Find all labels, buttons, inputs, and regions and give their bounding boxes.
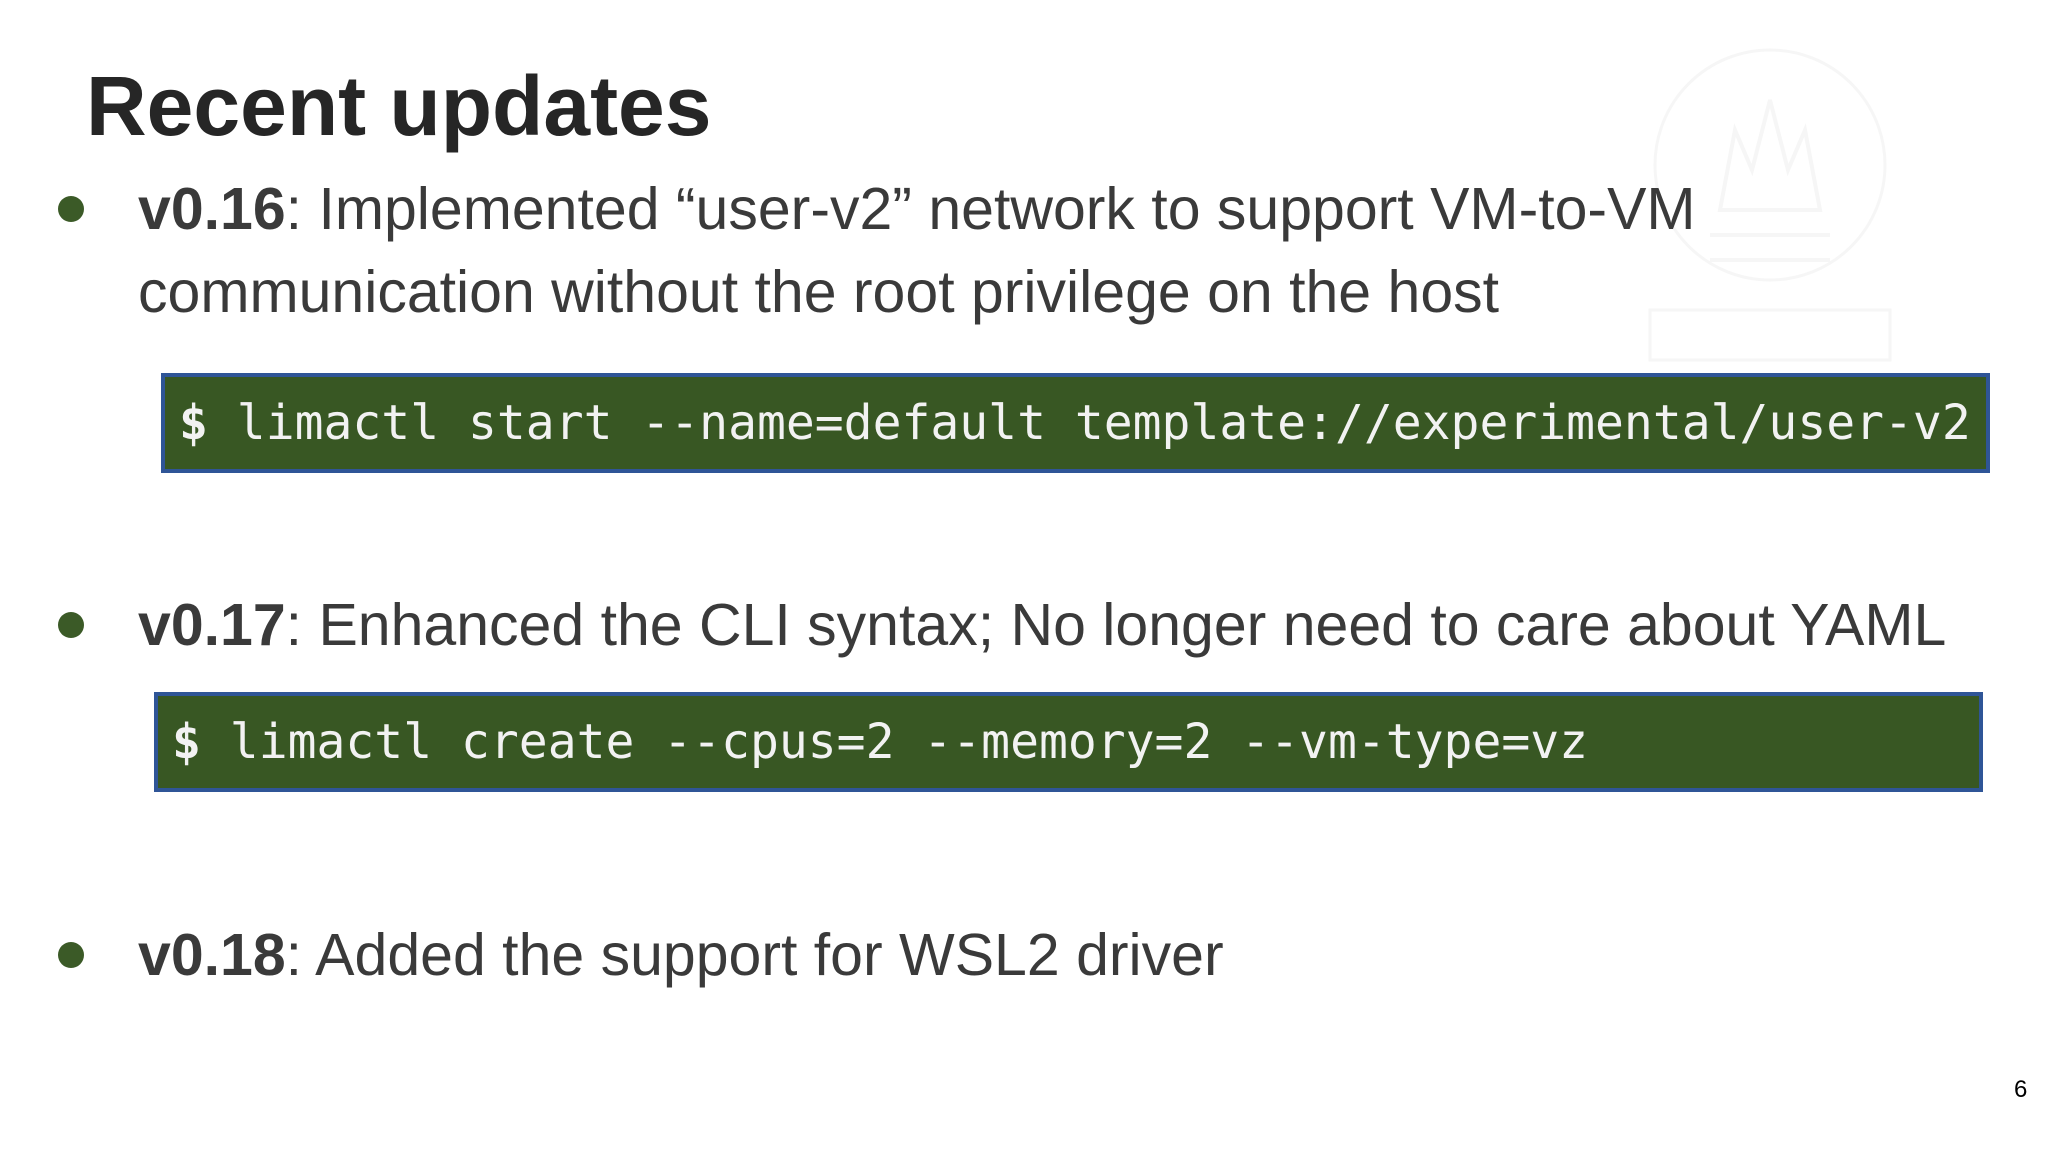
bullet-text: v0.16: Implemented “user-v2” network to …: [138, 168, 2018, 334]
code-command: $ limactl create --cpus=2 --memory=2 --v…: [158, 714, 1588, 770]
bullet-dot: [58, 196, 84, 222]
bullet-dot: [58, 942, 84, 968]
command-text: limactl start --name=default template://…: [207, 395, 1971, 451]
page-number: 6: [2014, 1076, 2028, 1103]
version-label: v0.16: [138, 176, 286, 242]
bullet-description: : Implemented “user-v2” network to suppo…: [138, 176, 1696, 325]
bullet-text: v0.18: Added the support for WSL2 driver: [138, 914, 2018, 997]
bullet-dot: [58, 612, 84, 638]
slide-title: Recent updates: [86, 59, 712, 153]
bullet-text: v0.17: Enhanced the CLI syntax; No longe…: [138, 584, 2018, 667]
bullet-description: : Enhanced the CLI syntax; No longer nee…: [285, 592, 1947, 658]
shell-prompt: $: [179, 395, 208, 451]
version-label: v0.17: [138, 592, 286, 658]
promcon-flame-icon: [1648, 48, 1892, 362]
bullet-description: : Added the support for WSL2 driver: [285, 922, 1224, 988]
version-label: v0.18: [138, 922, 286, 988]
code-block: $ limactl create --cpus=2 --memory=2 --v…: [154, 692, 1983, 792]
code-command: $ limactl start --name=default template:…: [165, 395, 1971, 451]
code-block: $ limactl start --name=default template:…: [161, 373, 1990, 473]
command-text: limactl create --cpus=2 --memory=2 --vm-…: [200, 714, 1589, 770]
shell-prompt: $: [172, 714, 201, 770]
